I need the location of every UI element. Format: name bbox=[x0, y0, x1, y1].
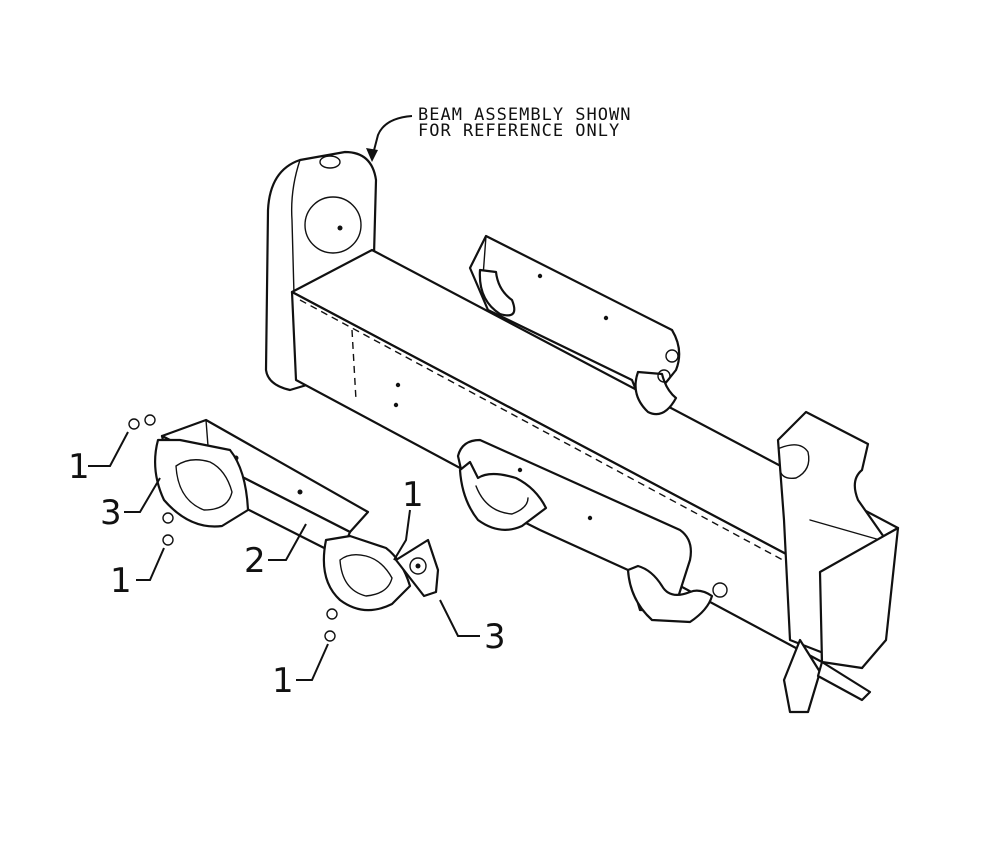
note-line-1: BEAM ASSEMBLY SHOWN bbox=[418, 105, 631, 125]
note-leader-arrow bbox=[366, 148, 378, 162]
callout-leader bbox=[268, 523, 307, 561]
callout-1: 1 bbox=[272, 661, 294, 701]
nut-icon bbox=[326, 608, 338, 620]
callout-3: 3 bbox=[484, 617, 506, 657]
callout-leader bbox=[296, 643, 329, 681]
bolt-icon bbox=[128, 418, 140, 430]
callout-1: 1 bbox=[110, 561, 132, 601]
fasteners bbox=[128, 414, 338, 642]
note-line-2: FOR REFERENCE ONLY bbox=[418, 121, 620, 141]
callout-leader bbox=[136, 547, 165, 581]
callout-1: 1 bbox=[402, 475, 424, 515]
rear-hanger-bracket bbox=[468, 234, 681, 416]
callout-leader bbox=[439, 599, 480, 637]
exploded-hanger-bracket bbox=[153, 418, 440, 612]
main-beam bbox=[264, 150, 900, 714]
callout-leader bbox=[393, 509, 411, 561]
nut-icon bbox=[162, 512, 174, 524]
callout-2: 2 bbox=[244, 541, 266, 581]
callout-1: 1 bbox=[68, 447, 90, 487]
callout-leader bbox=[124, 477, 161, 513]
nut-icon bbox=[324, 630, 336, 642]
callout-leader bbox=[88, 431, 129, 467]
note-leader bbox=[371, 115, 413, 159]
nut-icon bbox=[162, 534, 174, 546]
callout-3: 3 bbox=[100, 493, 122, 533]
bolt-icon bbox=[144, 414, 156, 426]
middle-hanger-bracket bbox=[456, 438, 728, 624]
